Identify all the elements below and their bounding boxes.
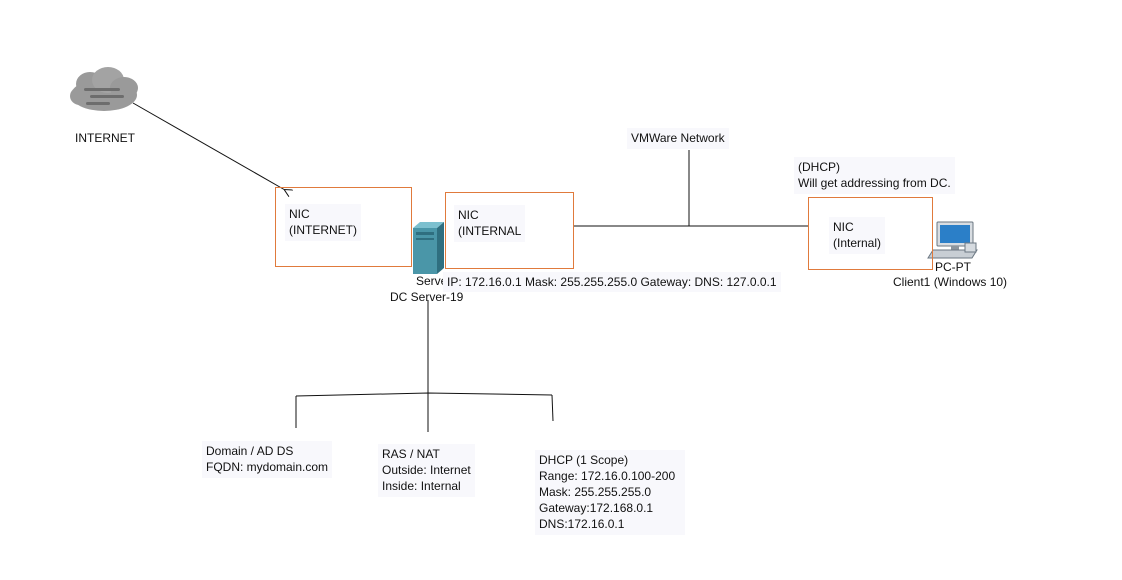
vmware-network-label: VMWare Network [627, 128, 729, 149]
role-dhcp-line5: DNS:172.16.0.1 [539, 517, 625, 531]
server-tower-icon [413, 222, 444, 274]
role-dhcp-note: DHCP (1 Scope) Range: 172.16.0.100-200 M… [535, 450, 686, 535]
dhcp-client-note: (DHCP) Will get addressing from DC. [794, 157, 955, 194]
nic-internal-client-label: NIC (Internal) [829, 217, 886, 254]
nic-internet-frame[interactable]: NIC (INTERNET) [275, 187, 412, 267]
nic-internal-server-label: NIC (INTERNAL [454, 205, 526, 242]
role-ras-nat-line1: RAS / NAT [382, 447, 440, 461]
internet-link [132, 102, 285, 190]
nic-internal-client-line1: NIC [833, 220, 854, 234]
internet-label: INTERNET [75, 131, 135, 146]
nic-internal-client-line2: (Internal) [833, 236, 882, 250]
role-ras-nat-note: RAS / NAT Outside: Internet Inside: Inte… [378, 444, 475, 497]
client-label-line1: PC-PT [935, 260, 971, 274]
nic-internal-server-line2: (INTERNAL [458, 224, 522, 238]
dhcp-client-note-line1: (DHCP) [798, 160, 840, 174]
role-ad-ds-line2: FQDN: mydomain.com [206, 460, 329, 474]
client-type-label: PC-PT [935, 260, 971, 275]
role-drop-dhcp [551, 394, 554, 422]
server-ip-config-text: IP: 172.16.0.1 Mask: 255.255.255.0 Gatew… [447, 275, 777, 289]
role-ad-ds-note: Domain / AD DS FQDN: mydomain.com [202, 441, 333, 478]
server-name-label: DC Server-19 [390, 290, 463, 305]
cloud-icon [70, 67, 138, 111]
server-label-line2: DC Server-19 [390, 290, 464, 304]
nic-internet-line2: (INTERNET) [289, 223, 357, 237]
nic-internal-server-line1: NIC [458, 208, 479, 222]
internet-label-text: INTERNET [75, 131, 135, 145]
nic-internet-label: NIC (INTERNET) [285, 204, 361, 241]
dhcp-client-note-line2: Will get addressing from DC. [798, 176, 951, 190]
role-dhcp-line1: DHCP (1 Scope) [539, 453, 629, 467]
role-dhcp-line3: Mask: 255.255.255.0 [539, 485, 652, 499]
nic-internet-line1: NIC [289, 207, 310, 221]
role-dhcp-line2: Range: 172.16.0.100-200 [539, 469, 676, 483]
role-ras-nat-line3: Inside: Internal [382, 479, 461, 493]
vmware-network-label-text: VMWare Network [631, 131, 725, 145]
desktop-pc-icon [927, 221, 978, 259]
role-ras-nat-line2: Outside: Internet [382, 463, 471, 477]
nic-internal-server-frame[interactable]: NIC (INTERNAL [445, 192, 574, 269]
nic-internal-client-frame[interactable]: NIC (Internal) [808, 197, 933, 270]
client-label-line2: Client1 (Windows 10) [893, 275, 1008, 289]
role-ad-ds-line1: Domain / AD DS [206, 444, 294, 458]
roles-bus [295, 392, 553, 397]
role-dhcp-line4: Gateway:172.168.0.1 [539, 501, 654, 515]
server-ip-config: IP: 172.16.0.1 Mask: 255.255.255.0 Gatew… [443, 272, 781, 292]
client-name-label: Client1 (Windows 10) [893, 275, 1007, 290]
